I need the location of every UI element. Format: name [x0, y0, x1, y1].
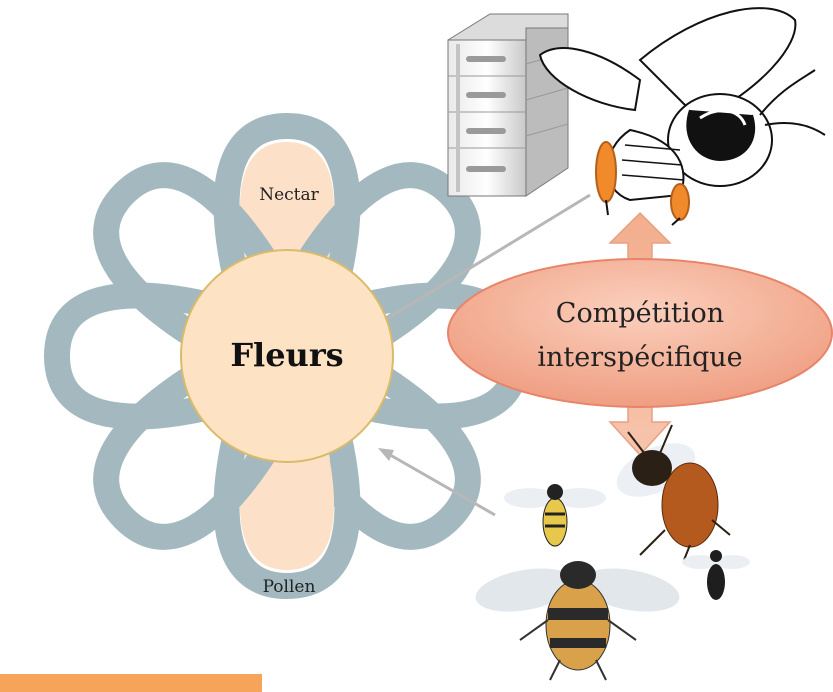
petal-8	[93, 162, 279, 348]
beehive-icon	[447, 13, 569, 197]
competition-ellipse	[447, 258, 833, 408]
flower-center	[180, 249, 394, 463]
flower-center-label: Fleurs	[230, 336, 343, 374]
nectar-label: Nectar	[259, 185, 319, 205]
competition-label-line1: Compétition	[556, 298, 724, 329]
honeybee-icon	[538, 7, 826, 226]
wildbees-connector-arrowhead	[378, 448, 394, 461]
hive-connector-line	[384, 193, 591, 322]
wildbees-connector-line	[384, 450, 496, 517]
flower-petals	[43, 112, 531, 600]
wild-bees-icon	[475, 424, 750, 681]
competition-label-line2: interspécifique	[537, 342, 742, 373]
pollen-label: Pollen	[263, 577, 316, 597]
bottom-banner	[0, 674, 262, 692]
